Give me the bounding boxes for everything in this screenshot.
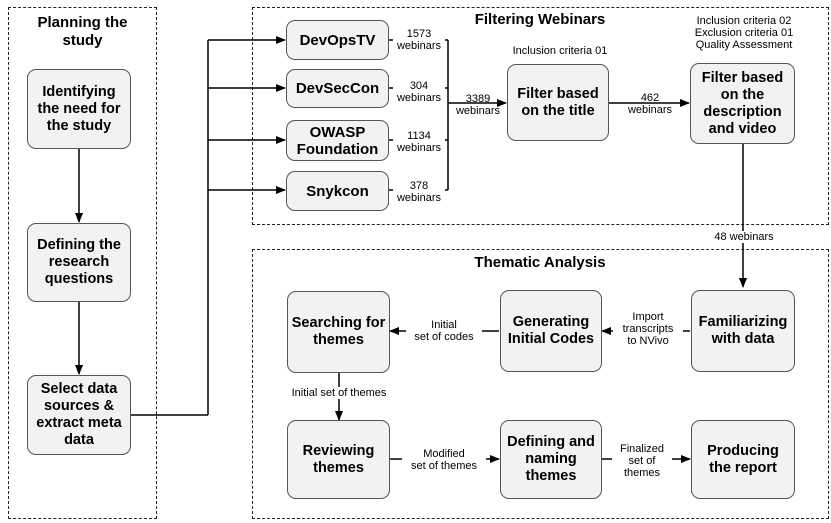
- initial-codes-label: Initial set of codes: [406, 319, 482, 343]
- producing-report-box: Producing the report: [691, 420, 795, 499]
- select-sources-box: Select data sources & extract meta data: [27, 375, 131, 455]
- total-count: 3389 webinars: [455, 93, 501, 117]
- owasp-count: 1134 webinars: [393, 130, 445, 154]
- source-devseccon: DevSecCon: [286, 69, 389, 108]
- thematic-panel: [252, 249, 829, 519]
- criteria-02: Inclusion criteria 02 Exclusion criteria…: [694, 15, 794, 51]
- finalized-themes-label: Finalized set of themes: [612, 443, 672, 479]
- import-transcripts-label: Import transcripts to NVivo: [613, 311, 683, 347]
- defining-themes-box: Defining and naming themes: [500, 420, 602, 499]
- devseccon-count: 304 webinars: [393, 80, 445, 104]
- familiarizing-box: Familiarizing with data: [691, 290, 795, 372]
- filtering-title: Filtering Webinars: [474, 11, 606, 28]
- devopstv-count: 1573 webinars: [393, 28, 445, 52]
- source-owasp: OWASP Foundation: [286, 120, 389, 161]
- planning-panel: [8, 7, 157, 519]
- after-title-count: 462 webinars: [627, 92, 673, 116]
- description-filter-box: Filter based on the description and vide…: [690, 63, 795, 144]
- source-devopstv: DevOpsTV: [286, 20, 389, 60]
- generating-codes-box: Generating Initial Codes: [500, 290, 602, 372]
- modified-themes-label: Modified set of themes: [402, 448, 486, 472]
- identify-need-box: Identifying the need for the study: [27, 69, 131, 149]
- define-questions-box: Defining the research questions: [27, 223, 131, 302]
- searching-themes-box: Searching for themes: [287, 291, 390, 373]
- filtering-panel: [252, 7, 829, 225]
- source-snykcon: Snykcon: [286, 171, 389, 211]
- reviewing-themes-box: Reviewing themes: [287, 420, 390, 499]
- after-description-count: 48 webinars: [708, 231, 780, 243]
- snykcon-count: 378 webinars: [393, 180, 445, 204]
- title-filter-box: Filter based on the title: [507, 64, 609, 141]
- thematic-title: Thematic Analysis: [474, 254, 606, 271]
- planning-title: Planning the study: [37, 14, 128, 49]
- inclusion-criteria-01: Inclusion criteria 01: [512, 45, 608, 57]
- initial-themes-label: Initial set of themes: [284, 387, 394, 399]
